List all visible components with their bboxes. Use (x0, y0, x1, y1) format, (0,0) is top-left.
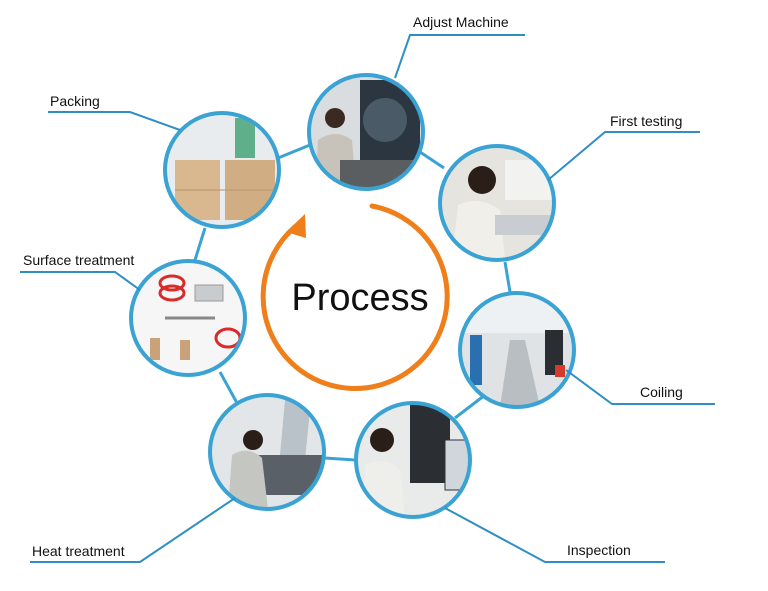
boxes-photo (165, 113, 279, 227)
step-label: Surface treatment (23, 252, 134, 268)
step-label: Coiling (640, 384, 683, 400)
furnace-photo (210, 395, 324, 509)
tester-photo (440, 146, 554, 260)
step-heat-treatment: Heat treatment (30, 393, 326, 563)
step-label: Inspection (567, 542, 631, 558)
connector-lines (193, 143, 512, 462)
step-surface-treatment: Surface treatment (20, 252, 247, 377)
step-packing: Packing (48, 93, 281, 229)
step-label: Heat treatment (32, 543, 125, 559)
springs-photo (131, 261, 245, 375)
step-label: Adjust Machine (413, 14, 509, 30)
step-label: First testing (610, 113, 682, 129)
arrowhead-icon (286, 214, 306, 238)
step-inspection: Inspection (354, 401, 665, 563)
center-title: Process (291, 277, 428, 319)
step-label: Packing (50, 93, 100, 109)
step-coiling: Coiling (458, 291, 715, 409)
center-cycle-arrow (260, 203, 450, 391)
step-first-testing: First testing (438, 113, 700, 262)
step-adjust-machine: Adjust Machine (307, 14, 525, 191)
